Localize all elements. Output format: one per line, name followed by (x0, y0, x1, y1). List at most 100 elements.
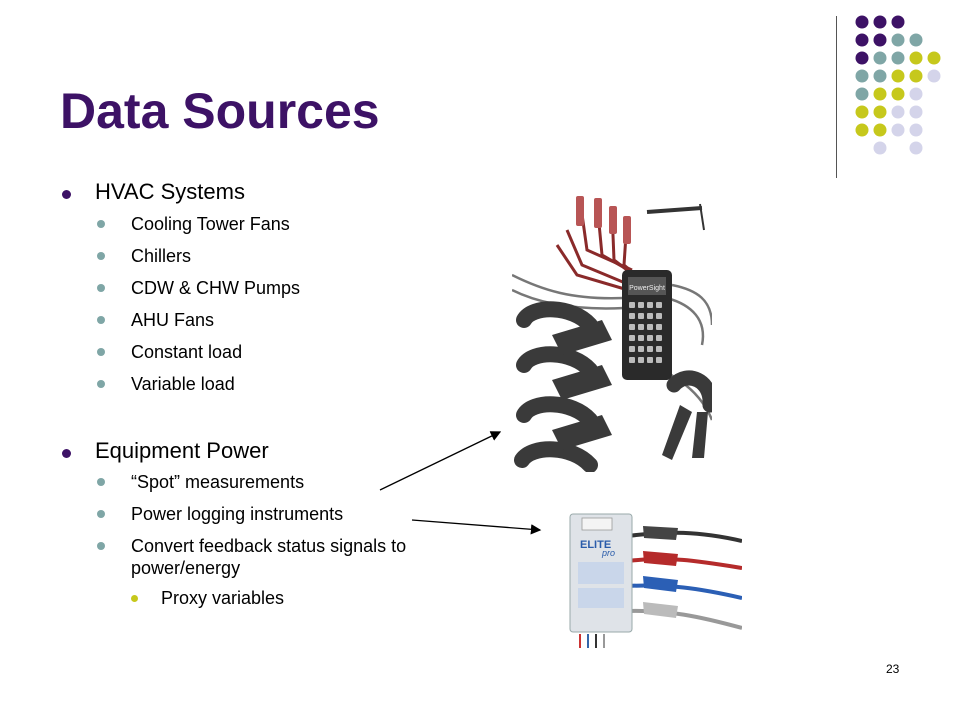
decorative-dot-grid (855, 15, 941, 155)
logger-brand-label: ELITE (580, 539, 611, 551)
decorative-dot (873, 51, 887, 65)
bullet-icon (97, 542, 105, 550)
list-item-label: “Spot” measurements (131, 472, 305, 492)
list-item: Convert feedback status signals to power… (60, 535, 491, 579)
keypad-key (638, 346, 644, 352)
decorative-dot (873, 33, 887, 47)
decorative-dot (909, 87, 923, 101)
list-item: Variable load (60, 373, 490, 395)
decorative-dot (927, 69, 941, 83)
power-logger-photo: ELITE pro (558, 506, 742, 650)
meter-brand-label: PowerSight (629, 285, 665, 292)
keypad-key (638, 324, 644, 330)
keypad-key (629, 335, 635, 341)
list-item-label: AHU Fans (131, 310, 215, 330)
list-item: “Spot” measurements (60, 471, 490, 493)
slide-title: Data Sources (60, 83, 380, 139)
list-item-label: Cooling Tower Fans (131, 214, 290, 234)
bullet-icon (62, 449, 71, 458)
decorative-dot (891, 33, 905, 47)
sub-list-item: Proxy variables (60, 587, 490, 609)
keypad-key (638, 302, 644, 308)
list-item-label: Convert feedback status signals to power… (131, 536, 407, 578)
decorative-dot (855, 123, 869, 137)
decorative-dot (873, 141, 887, 155)
list-item: Chillers (60, 245, 490, 267)
list-item-label: Chillers (131, 246, 192, 266)
decorative-dot (891, 15, 905, 29)
keypad-key (656, 313, 662, 319)
arrow-to-power-meter (379, 431, 502, 491)
list-item: Constant load (60, 341, 490, 363)
decorative-dot (909, 141, 923, 155)
list-item: Cooling Tower Fans (60, 213, 490, 235)
keypad-key (656, 346, 662, 352)
page-number: 23 (886, 662, 900, 676)
decorative-dot (891, 69, 905, 83)
bullet-icon (97, 316, 105, 324)
keypad-key (656, 335, 662, 341)
decorative-dot (891, 105, 905, 119)
decorative-dot (855, 105, 869, 119)
decorative-dot (855, 69, 869, 83)
decorative-dot (873, 123, 887, 137)
decorative-dot (927, 51, 941, 65)
bullet-equipment-power: Equipment Power (60, 437, 490, 465)
bullet-icon (97, 380, 105, 388)
decorative-dot (873, 105, 887, 119)
decorative-dot (909, 69, 923, 83)
keypad-key (656, 302, 662, 308)
bullet-label: HVAC Systems (95, 179, 245, 204)
decorative-dot (909, 123, 923, 137)
decorative-dot (855, 15, 869, 29)
decorative-dot (891, 123, 905, 137)
bullet-label: Equipment Power (95, 438, 269, 463)
decorative-dot (873, 87, 887, 101)
keypad-key (629, 302, 635, 308)
keypad-key (647, 302, 653, 308)
decorative-divider-line (836, 16, 837, 178)
decorative-dot (909, 33, 923, 47)
decorative-dot (873, 15, 887, 29)
list-item: CDW & CHW Pumps (60, 277, 490, 299)
decorative-dot (909, 51, 923, 65)
sub-list-item-label: Proxy variables (161, 588, 285, 608)
keypad-key (647, 324, 653, 330)
list-item: AHU Fans (60, 309, 490, 331)
list-item-label: Constant load (131, 342, 243, 362)
bullet-icon (131, 595, 138, 602)
bullet-icon (97, 284, 105, 292)
arrow-to-power-logger (411, 519, 542, 535)
keypad-key (647, 357, 653, 363)
keypad-key (647, 335, 653, 341)
decorative-dot (891, 87, 905, 101)
bullet-hvac-systems: HVAC Systems (60, 178, 490, 206)
keypad-key (647, 313, 653, 319)
decorative-dot (909, 105, 923, 119)
keypad-key (638, 335, 644, 341)
keypad-key (656, 357, 662, 363)
list-item-label: Variable load (131, 374, 235, 394)
bullet-icon (97, 510, 105, 518)
decorative-dot (891, 51, 905, 65)
bullet-list: HVAC Systems Cooling Tower Fans Chillers… (60, 178, 490, 609)
keypad-key (638, 357, 644, 363)
list-item-label: CDW & CHW Pumps (131, 278, 301, 298)
keypad-key (629, 357, 635, 363)
keypad-key (629, 346, 635, 352)
bullet-icon (97, 220, 105, 228)
bullet-icon (97, 252, 105, 260)
keypad-key (656, 324, 662, 330)
keypad-key (638, 313, 644, 319)
list-item-label: Power logging instruments (131, 504, 344, 524)
keypad-key (629, 313, 635, 319)
bullet-icon (62, 190, 71, 199)
power-meter-photo: PowerSight (512, 190, 712, 472)
decorative-dot (855, 33, 869, 47)
decorative-dot (855, 51, 869, 65)
logger-brand-suffix: pro (601, 548, 615, 558)
bullet-icon (97, 348, 105, 356)
decorative-dot (855, 87, 869, 101)
decorative-dot (873, 69, 887, 83)
